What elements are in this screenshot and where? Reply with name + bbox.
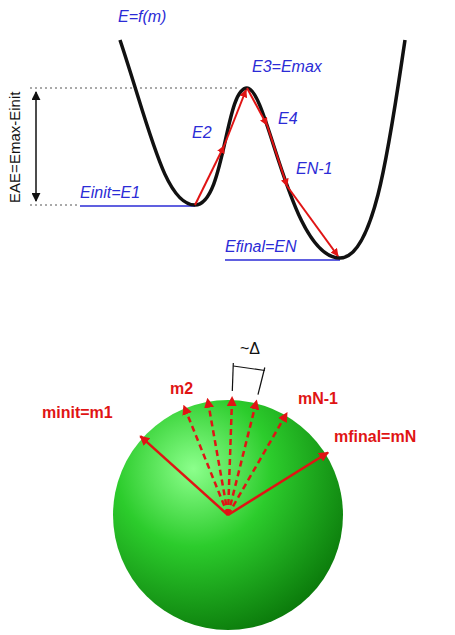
energy-point-label: E3=Emax xyxy=(252,58,322,76)
vector-label: mN-1 xyxy=(298,390,338,408)
energy-point-label: E4 xyxy=(278,110,298,128)
bracket-leg xyxy=(258,368,265,395)
init-level-mark xyxy=(80,205,195,207)
energy-point-label: Einit=E1 xyxy=(80,184,140,202)
vector-arrow xyxy=(184,406,228,515)
path-steps xyxy=(195,88,338,256)
vector-arrow xyxy=(228,453,328,516)
vector-label: minit=m1 xyxy=(42,404,113,422)
energy-point-label: EN-1 xyxy=(296,160,332,178)
vector-arrow xyxy=(140,436,228,515)
init-level-line xyxy=(30,205,80,206)
step-arrow xyxy=(195,146,224,205)
step-size-label: ~Δ xyxy=(240,340,260,358)
energy-point-label: Efinal=EN xyxy=(225,238,297,256)
energy-curve xyxy=(120,40,405,258)
energy-function-label: E=f(m) xyxy=(118,8,166,26)
vector-arrow xyxy=(228,397,232,515)
vector-arrow xyxy=(228,413,287,515)
vector-label: m2 xyxy=(170,380,193,398)
bracket-bar xyxy=(233,366,264,371)
step-arrow xyxy=(267,125,287,186)
bracket-leg xyxy=(232,363,233,391)
barrier-label: EAE=Emax-Einit xyxy=(8,91,25,202)
unit-sphere xyxy=(113,400,343,630)
final-level-mark xyxy=(225,259,340,261)
step-arrow xyxy=(247,88,267,125)
step-size-bracket xyxy=(232,363,264,395)
step-arrow xyxy=(224,90,246,146)
energy-point-label: E2 xyxy=(192,124,212,142)
vector-label: mfinal=mN xyxy=(334,428,416,446)
magnetization-vectors xyxy=(140,397,328,515)
barrier-height-arrow xyxy=(35,92,37,201)
vector-arrow xyxy=(228,401,257,516)
vector-arrow xyxy=(208,399,229,515)
